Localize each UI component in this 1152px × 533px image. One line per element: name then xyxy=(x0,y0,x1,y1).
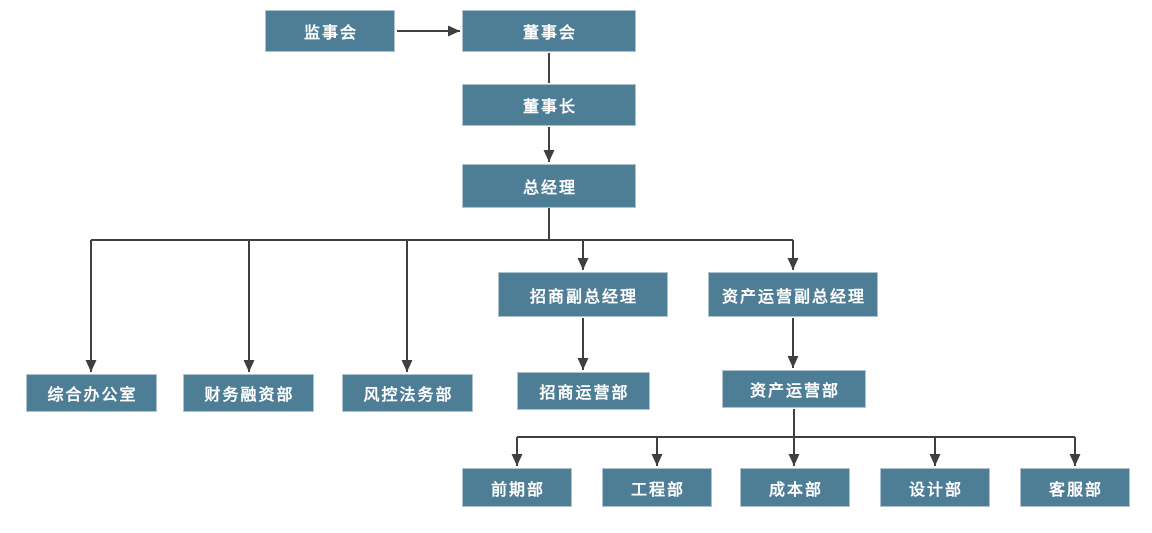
node-engineering-dept-label: 工程部 xyxy=(630,481,685,499)
node-chairman-label: 董事长 xyxy=(522,99,577,116)
node-engineering-dept[interactable]: 工程部 xyxy=(602,468,712,507)
node-design-dept-label: 设计部 xyxy=(908,481,963,499)
node-chairman[interactable]: 董事长 xyxy=(462,84,636,126)
node-risk-control-legal-dept-label: 风控法务部 xyxy=(363,387,454,404)
node-general-office-label: 综合办公室 xyxy=(47,387,138,404)
node-asset-operations-dept[interactable]: 资产运营部 xyxy=(722,370,866,408)
node-investment-deputy-general-manager[interactable]: 招商副总经理 xyxy=(498,272,668,317)
node-general-manager[interactable]: 总经理 xyxy=(462,164,636,208)
node-general-office[interactable]: 综合办公室 xyxy=(26,374,157,412)
node-supervisory-board[interactable]: 监事会 xyxy=(265,10,395,52)
node-investment-operations-dept[interactable]: 招商运营部 xyxy=(517,372,650,410)
node-risk-control-legal-dept[interactable]: 风控法务部 xyxy=(342,374,473,412)
node-board-of-directors[interactable]: 董事会 xyxy=(462,10,636,52)
node-asset-operations-deputy-general-manager[interactable]: 资产运营副总经理 xyxy=(708,272,878,317)
node-asset-operations-dept-label: 资产运营部 xyxy=(749,383,840,400)
node-cost-dept[interactable]: 成本部 xyxy=(740,468,850,507)
node-design-dept[interactable]: 设计部 xyxy=(880,468,990,507)
node-customer-service-dept[interactable]: 客服部 xyxy=(1020,468,1130,507)
node-preliminary-dept-label: 前期部 xyxy=(490,481,545,499)
node-investment-operations-dept-label: 招商运营部 xyxy=(539,385,630,402)
node-preliminary-dept[interactable]: 前期部 xyxy=(462,468,572,507)
node-general-manager-label: 总经理 xyxy=(522,180,577,197)
node-board-of-directors-label: 董事会 xyxy=(522,25,577,42)
node-cost-dept-label: 成本部 xyxy=(768,481,823,499)
node-finance-financing-dept[interactable]: 财务融资部 xyxy=(183,374,314,412)
node-finance-financing-dept-label: 财务融资部 xyxy=(204,387,295,404)
node-asset-operations-deputy-general-manager-label: 资产运营副总经理 xyxy=(721,288,866,306)
node-investment-deputy-general-manager-label: 招商副总经理 xyxy=(529,288,638,306)
node-customer-service-dept-label: 客服部 xyxy=(1048,481,1103,499)
node-supervisory-board-label: 监事会 xyxy=(303,25,358,42)
